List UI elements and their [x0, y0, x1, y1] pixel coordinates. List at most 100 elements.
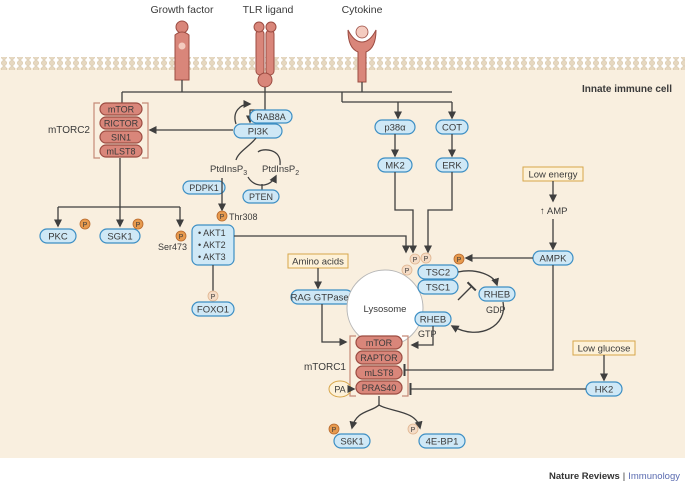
- thr308-phospho-label: P: [220, 214, 225, 221]
- pkc-phospho-label: P: [83, 222, 88, 229]
- thr308-phospho-icon: [216, 210, 228, 222]
- plasma-membrane: [0, 57, 685, 70]
- cell-label: Innate immune cell: [582, 84, 672, 95]
- tsc2-phospho-fade1-label: P: [405, 268, 410, 275]
- receptor-bus: [121, 80, 456, 125]
- rheb-gtp-label: RHEB: [420, 315, 446, 326]
- mtorc2-mtor: mTOR: [108, 105, 135, 115]
- pkc-label: PKC: [48, 232, 68, 243]
- foxo1-label: FOXO1: [197, 305, 229, 316]
- rag-label: RAG GTPases: [291, 293, 354, 304]
- mtorc2-label: mTORC2: [48, 125, 90, 136]
- ptdins-p3-label: PtdInsP3: [210, 164, 247, 177]
- tsc1-node: [417, 279, 459, 295]
- p38-label: p38α: [384, 123, 406, 134]
- mtorc1-raptor: RAPTOR: [360, 353, 398, 363]
- sgk1-phospho-icon: [132, 218, 144, 230]
- ebp1-phospho-label: P: [411, 427, 416, 434]
- akt-to-tsc-edge: [234, 235, 410, 254]
- pten-node: [242, 189, 280, 204]
- ser473-phospho-icon: [175, 230, 187, 242]
- tsc1-label: TSC1: [426, 283, 450, 294]
- cytokine-receptor-icon: [347, 25, 377, 83]
- foxo1-node: [191, 301, 235, 317]
- gdp-label: GDP: [486, 305, 506, 315]
- tsc2-phospho-ampk-icon: [453, 253, 465, 265]
- pa-label: PA: [334, 385, 345, 395]
- pkc-node: [39, 228, 77, 244]
- s6k1-phospho-icon: [328, 423, 340, 435]
- mtorc2-rictor: RICTOR: [104, 119, 139, 129]
- ser473-label: Ser473: [158, 242, 187, 252]
- pi3k-label: PI3K: [248, 127, 269, 138]
- tsc2-phospho-fade3-icon: [420, 252, 432, 264]
- ampk-inhibits-mtorc1-edge: [403, 265, 554, 376]
- ser473-phospho-label: P: [179, 234, 184, 241]
- label-growth-factor: Growth factor: [150, 4, 214, 16]
- mtorc1-output-edges: [349, 396, 423, 430]
- ebp1-label: 4E-BP1: [426, 437, 459, 448]
- pten-label: PTEN: [249, 192, 273, 202]
- mk2-to-tsc-edge: [394, 172, 417, 254]
- foxo1-phospho-icon: [207, 290, 219, 302]
- erk-label: ERK: [442, 161, 462, 172]
- amp-label: ↑ AMP: [540, 206, 567, 217]
- akt1-label: • AKT1: [198, 228, 226, 238]
- akt2-label: • AKT2: [198, 240, 226, 250]
- mtorc2-output-edges: [54, 158, 184, 228]
- ptdins-p2-label: PtdInsP2: [262, 164, 299, 177]
- lysosome-label: Lysosome: [364, 304, 407, 315]
- akt3-label: • AKT3: [198, 252, 226, 262]
- rheb-gdp-label: RHEB: [484, 290, 510, 301]
- ebp1-phospho-icon: [407, 423, 419, 435]
- ebp1-node: [418, 433, 466, 449]
- rab8a-node: [249, 109, 293, 124]
- mtorc1-complex: mTOR RAPTOR mLST8 PRAS40: [349, 335, 409, 397]
- tsc2-phospho-fade3-label: P: [424, 256, 429, 263]
- sgk1-phospho-label: P: [136, 222, 141, 229]
- gtp-label: GTP: [418, 329, 437, 339]
- mtorc1-label: mTORC1: [304, 362, 346, 373]
- tsc2-label: TSC2: [426, 268, 450, 279]
- rheb-gdp-node: [478, 286, 516, 302]
- s6k1-node: [333, 433, 371, 449]
- sgk1-label: SGK1: [107, 232, 132, 243]
- tsc2-phospho-fade2-label: P: [413, 257, 418, 264]
- low-energy-label: Low energy: [528, 170, 577, 181]
- label-cytokine: Cytokine: [342, 4, 383, 16]
- mtorc1-mtor: mTOR: [366, 338, 393, 348]
- ampk-label: AMPK: [540, 254, 568, 265]
- pdpk1-node: [182, 180, 226, 195]
- mtorc1-mlst8: mLST8: [364, 368, 393, 378]
- cot-label: COT: [442, 123, 462, 134]
- label-tlr-ligand: TLR ligand: [243, 4, 294, 16]
- pkc-phospho-icon: [79, 218, 91, 230]
- mk2-label: MK2: [385, 161, 405, 172]
- mtorc2-complex: mTOR RICTOR SIN1 mLST8: [93, 102, 149, 159]
- erk-to-tsc-edge: [424, 172, 453, 254]
- ptdins-cycle: [235, 137, 281, 190]
- mtorc2-sin1: SIN1: [111, 133, 131, 143]
- mtorc2-mlst8: mLST8: [106, 147, 135, 157]
- tsc2-phospho-fade2-icon: [409, 253, 421, 265]
- pi3k-node: [233, 123, 283, 139]
- journal-credit: Nature Reviews|Immunology: [549, 471, 680, 482]
- rab8a-label: RAB8A: [256, 112, 286, 122]
- mtorc1-pras40: PRAS40: [362, 383, 397, 393]
- s6k1-phospho-label: P: [332, 427, 337, 434]
- sgk1-node: [99, 228, 141, 244]
- amino-acids-label: Amino acids: [292, 257, 344, 268]
- low-glucose-label: Low glucose: [578, 344, 631, 355]
- tsc2-phospho-ampk-label: P: [457, 257, 462, 264]
- foxo1-phospho-label: P: [211, 294, 216, 301]
- tlr-receptor-icon: [253, 21, 277, 88]
- thr308-label: Thr308: [229, 212, 258, 222]
- s6k1-label: S6K1: [340, 437, 363, 448]
- rheb-cycle-edges: [410, 270, 505, 349]
- hk2-label: HK2: [595, 385, 613, 396]
- rag-to-mtorc1-edge: [321, 304, 348, 346]
- growth-factor-receptor-icon: [174, 20, 190, 81]
- pdpk1-label: PDPK1: [189, 183, 219, 193]
